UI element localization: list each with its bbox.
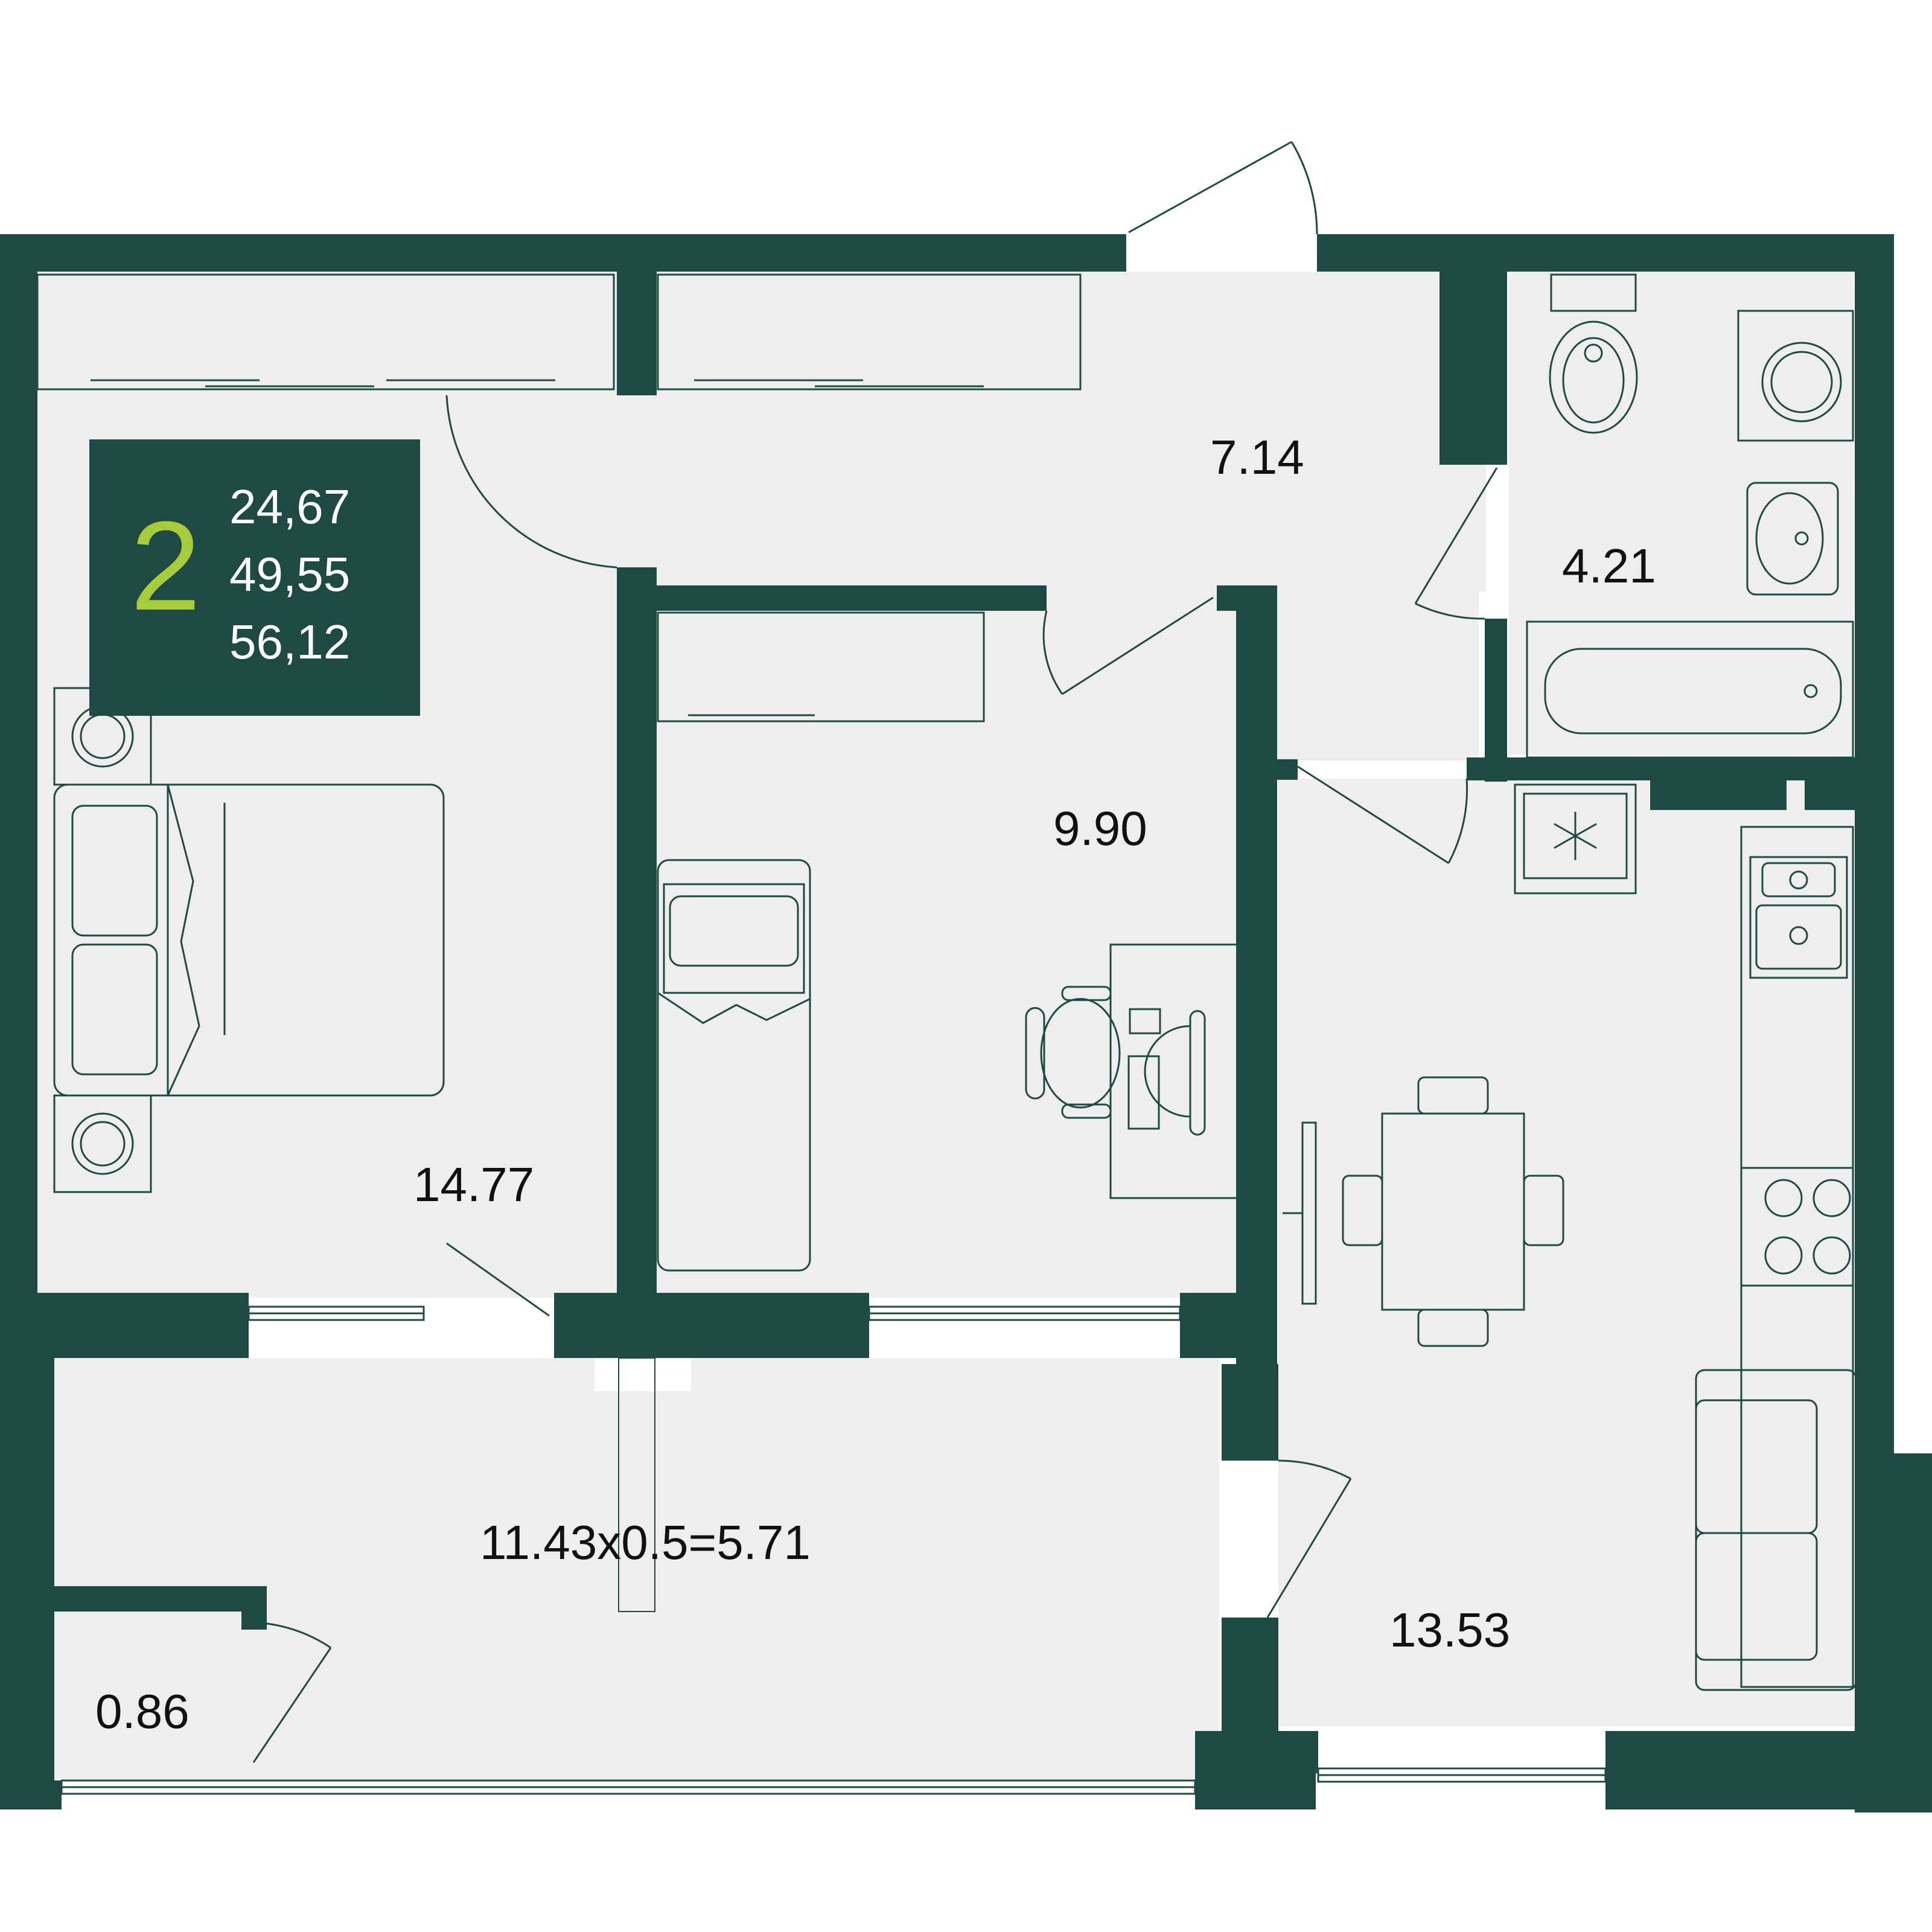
- bathroom-floor: [1509, 272, 1853, 754]
- kitchen-floor: [1278, 779, 1855, 1726]
- kitchen-fixtures: [1283, 783, 1857, 1691]
- wardrobe-icon: [657, 611, 985, 722]
- door-icon: [1042, 596, 1214, 695]
- child-room-furniture: [657, 859, 1240, 1272]
- wall-bath-bottom-box: [1650, 773, 1787, 810]
- dining-table-icon: [1342, 1076, 1564, 1347]
- window-icon: [247, 1306, 425, 1321]
- wall-right: [1855, 234, 1894, 1453]
- area-labels: 14.77 7.14 4.21 9.90 13.53 11.43x0.5=5.7…: [95, 430, 1656, 1738]
- door-icon: [445, 395, 617, 569]
- wall-bath-bottom-box2: [1805, 773, 1855, 810]
- wall-child-top: [617, 585, 1047, 611]
- apartment-info-badge: 2 24,67 49,55 56,12: [89, 439, 420, 716]
- living-area-value: 24,67: [229, 480, 351, 534]
- wall-storage-top: [54, 1586, 267, 1612]
- wall-left: [0, 234, 37, 1321]
- sink-icon: [1746, 482, 1839, 596]
- desk-icon: [1109, 943, 1240, 1199]
- bathroom-fixtures: [1526, 273, 1854, 759]
- wall-bedroom-bottom-mid: [554, 1293, 869, 1358]
- office-chair-icon: [1025, 986, 1121, 1119]
- bed-icon: [657, 859, 811, 1272]
- wardrobe-icon: [657, 273, 1082, 391]
- wardrobe-icon: [36, 273, 615, 391]
- total-area-value: 49,55: [229, 547, 351, 601]
- wall-small-tab: [1277, 759, 1298, 780]
- wall-child-bottom-right: [1180, 1293, 1277, 1358]
- wall-kitchen-left-mid: [1222, 1364, 1278, 1461]
- window-icon: [60, 1779, 1196, 1795]
- bedroom-area: 14.77: [413, 1158, 534, 1211]
- wall-left-lower: [0, 1293, 54, 1809]
- floors: [37, 272, 1855, 1781]
- loggia-shaft: [618, 1357, 655, 1612]
- washing-machine-icon: [1737, 310, 1854, 442]
- room-count: 2: [130, 495, 201, 637]
- door-icon: [1414, 467, 1498, 620]
- tv-icon: [1283, 1121, 1317, 1305]
- wall-bedroom-top-divider: [617, 272, 657, 395]
- window-icon: [1317, 1767, 1607, 1783]
- kitchen-sink-icon: [1749, 856, 1848, 979]
- bathroom-area: 4.21: [1562, 539, 1656, 593]
- wall-top-left: [0, 234, 1126, 272]
- loggia-vent-opening: [595, 1358, 691, 1391]
- total-area-with-balcony-value: 56,12: [229, 615, 351, 669]
- loggia-floor: [54, 1358, 1219, 1781]
- door-icon: [1128, 141, 1318, 235]
- storage-area: 0.86: [95, 1685, 190, 1738]
- toilet-icon: [1549, 273, 1638, 434]
- wall-bath-left-low: [1485, 619, 1507, 782]
- openings: [595, 234, 1317, 1391]
- stove-icon: [1740, 1167, 1854, 1287]
- wall-storage-right: [241, 1586, 267, 1630]
- bathtub-icon: [1526, 620, 1854, 759]
- hallway-floor: [617, 272, 1486, 591]
- wardrobes: [36, 273, 1082, 722]
- door-icon: [446, 1242, 550, 1317]
- door-icon: [1297, 765, 1468, 864]
- loggia-area: 11.43x0.5=5.71: [480, 1516, 811, 1569]
- wall-bottom-right: [1605, 1731, 1932, 1809]
- storage-floor: [54, 1612, 241, 1781]
- wall-bottom-right-stub: [1278, 1731, 1318, 1773]
- child-room-area: 9.90: [1053, 802, 1147, 855]
- wall-kitchen-left-low: [1222, 1618, 1278, 1750]
- bed-icon: [53, 783, 445, 1097]
- wall-bedroom-child-divider: [617, 567, 657, 1298]
- hallway-area: 7.14: [1210, 430, 1304, 484]
- wall-bath-left-top: [1439, 272, 1507, 465]
- walls: [0, 234, 1932, 1812]
- wall-bedroom-bottom-left: [37, 1293, 249, 1358]
- door-icon: [252, 1622, 332, 1763]
- bedroom-furniture: [53, 687, 445, 1193]
- doors: [252, 141, 1498, 1763]
- wall-top-right: [1317, 234, 1894, 272]
- kitchen-area: 13.53: [1389, 1603, 1510, 1657]
- sofa-icon: [1695, 1369, 1857, 1691]
- nightstand-icon: [53, 1094, 152, 1193]
- entrance-opening: [1126, 234, 1317, 272]
- child-room-floor: [657, 610, 1236, 1298]
- windows: [60, 1306, 1607, 1795]
- fridge-icon: [1514, 783, 1637, 894]
- wall-bottom-left-corner: [37, 1781, 62, 1809]
- wall-child-kitchen-divider: [1236, 585, 1277, 1364]
- door-icon: [1266, 1459, 1352, 1618]
- window-icon: [868, 1306, 1181, 1321]
